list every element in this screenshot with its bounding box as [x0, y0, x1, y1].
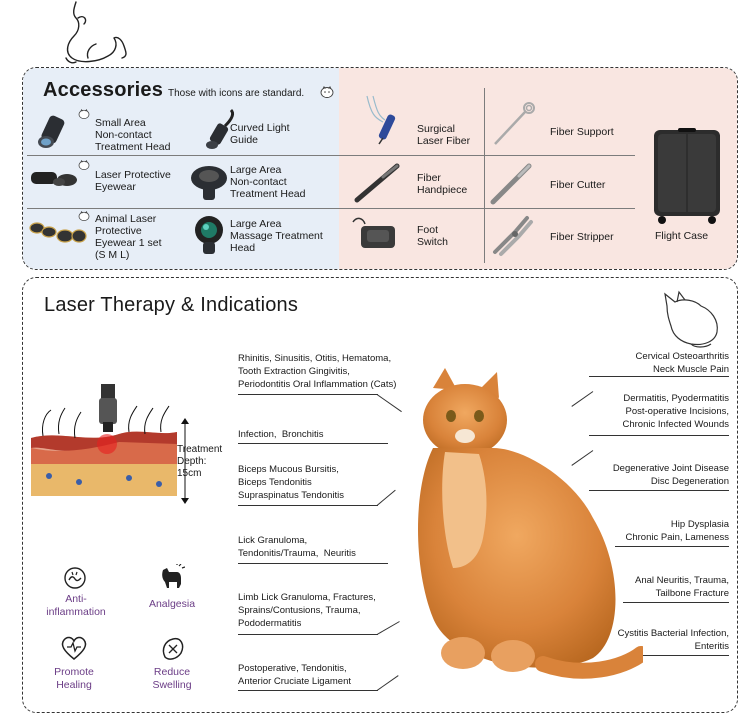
leader-line [623, 602, 729, 603]
benefit-label: Reduce Swelling [152, 666, 192, 691]
eyewear-icon [31, 172, 77, 186]
indication-text: Postoperative, Tendonitis, Anterior Cruc… [238, 663, 351, 687]
accessory-label: Animal Laser Protective Eyewear 1 set (S… [95, 213, 162, 261]
standard-badge-icon [320, 86, 334, 98]
indication-text: Biceps Mucous Bursitis, Biceps Tendoniti… [238, 464, 344, 501]
leader-line [238, 563, 388, 564]
benefit-label: Anti- inflammation [46, 593, 106, 618]
indication-text: Lick Granuloma, Tendonitis/Trauma, Neuri… [238, 535, 356, 559]
leader-line [238, 634, 378, 635]
indication-text: Infection, Bronchitis [238, 429, 324, 440]
leader-line [589, 490, 729, 491]
standard-badge-icon [78, 160, 90, 170]
heart-healing-icon [61, 636, 87, 660]
leader-line [238, 690, 378, 691]
standard-badge-icon [78, 109, 90, 119]
leader-line [238, 505, 378, 506]
accessory-label: Fiber Cutter [550, 179, 606, 191]
indication-text: Cystitis Bacterial Infection, Enteritis [617, 628, 729, 652]
cat-photo-icon [418, 368, 643, 679]
accessory-label: Fiber Support [550, 126, 614, 138]
leader-line [589, 435, 729, 436]
indication-text: Anal Neuritis, Trauma, Tailbone Fracture [635, 575, 729, 599]
accessory-label: Laser Protective Eyewear [95, 169, 171, 193]
accessories-panel: Accessories Those with icons are standar… [22, 67, 738, 270]
fiber-handpiece-icon [354, 163, 400, 203]
flight-case-icon [654, 128, 720, 224]
accessories-title: Accessories [43, 79, 164, 101]
therapy-title: Laser Therapy & Indications [44, 294, 299, 316]
fiber-support-icon [494, 102, 535, 145]
accessories-subtitle: Those with icons are standard. [168, 88, 305, 99]
depth-arrow-icon [181, 418, 189, 504]
leader-line [615, 546, 729, 547]
therapy-panel: Laser Therapy & Indications Treatment De… [22, 277, 738, 713]
accessories-row-divider [27, 208, 635, 209]
foot-switch-icon [352, 217, 395, 248]
cat-doodle-icon [65, 1, 127, 64]
treatment-depth-label: Treatment Depth: 15cm [177, 444, 223, 479]
accessory-label: Large Area Massage Treatment Head [230, 218, 323, 254]
leader-line [589, 376, 729, 377]
accessory-label: Fiber Handpiece [417, 172, 468, 196]
accessory-label: Small Area Non-contact Treatment Head [95, 117, 171, 153]
animal-eyewear-icon [29, 222, 87, 243]
curved-light-guide-icon [206, 108, 235, 149]
large-area-head-icon [191, 166, 227, 200]
anti-inflammation-icon [64, 567, 86, 589]
leader-line [238, 443, 388, 444]
accessory-label: Flight Case [655, 230, 709, 242]
indication-text: Degenerative Joint Disease Disc Degenera… [612, 463, 729, 487]
sleeping-cat-doodle-icon [664, 290, 718, 348]
accessories-row-divider [27, 155, 635, 156]
indication-text: Rhinitis, Sinusitis, Otitis, Hematoma, T… [238, 353, 397, 390]
reduce-swelling-icon [162, 637, 184, 660]
surgical-fiber-icon [366, 95, 396, 145]
leader-line [238, 394, 378, 395]
massage-head-icon [195, 216, 223, 254]
indication-text: Cervical Osteoarthritis Neck Muscle Pain [635, 351, 729, 375]
indication-text: Dermatitis, Pyodermatitis Post-operative… [622, 393, 730, 430]
fiber-cutter-icon [490, 163, 532, 205]
accessories-col-divider [484, 88, 485, 263]
benefit-label: Promote Healing [54, 666, 94, 691]
indication-text: Limb Lick Granuloma, Fractures, Sprains/… [238, 592, 376, 629]
standard-badge-icon [78, 211, 90, 221]
accessory-label: Foot Switch [417, 224, 448, 248]
accessory-label: Fiber Stripper [550, 231, 614, 243]
accessory-label: Curved Light Guide [230, 122, 290, 146]
analgesia-dog-icon [162, 564, 185, 588]
small-area-head-icon [38, 115, 65, 148]
indication-text: Hip Dysplasia Chronic Pain, Lameness [625, 519, 730, 543]
accessory-label: Large Area Non-contact Treatment Head [230, 164, 306, 200]
leader-line [623, 655, 729, 656]
accessory-label: Surgical Laser Fiber [417, 123, 471, 147]
benefit-label: Analgesia [148, 598, 196, 610]
skin-layer-diagram-icon [31, 384, 177, 496]
fiber-stripper-icon [493, 216, 533, 256]
